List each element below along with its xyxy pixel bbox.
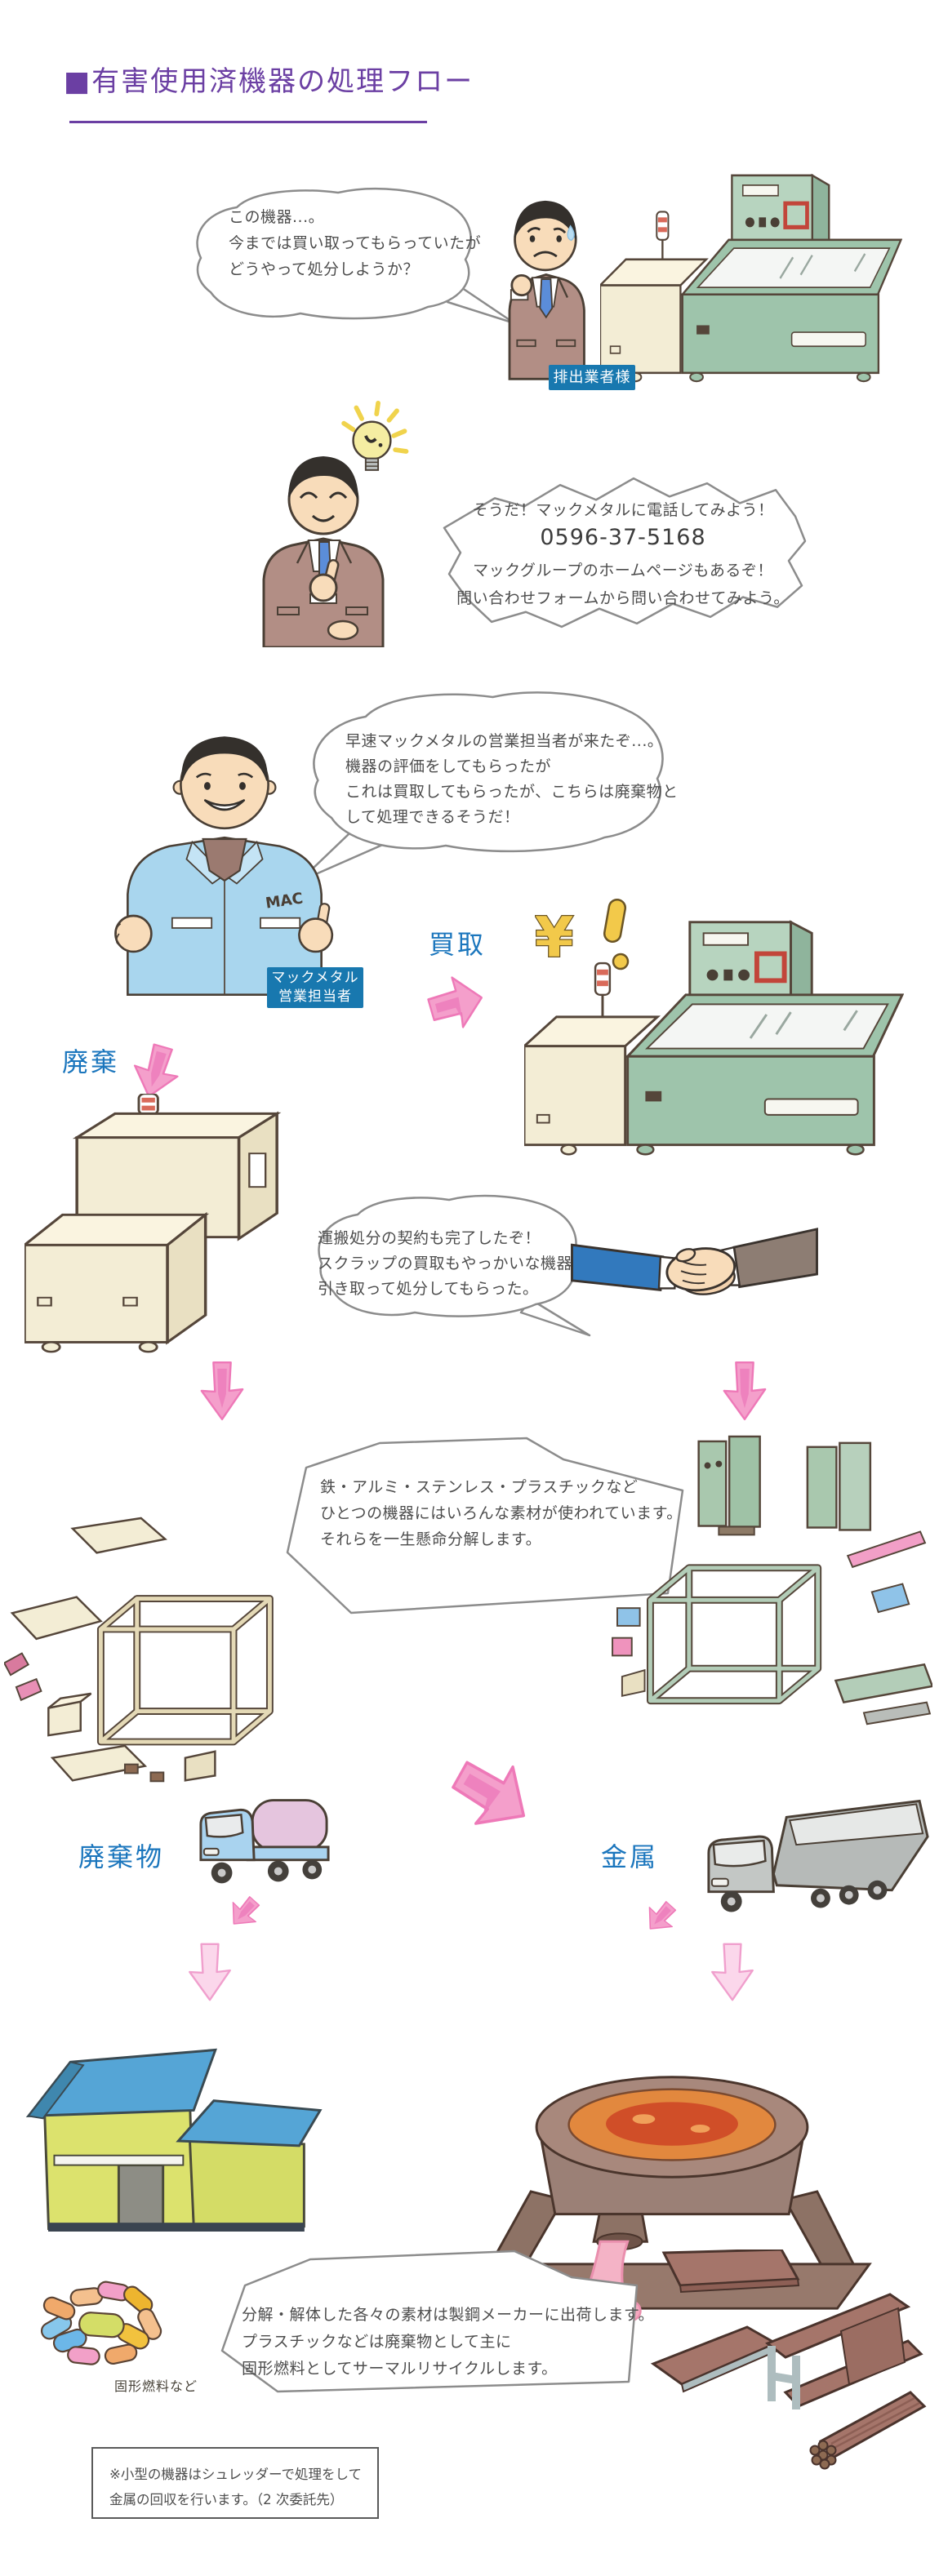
handshake-illustration bbox=[571, 1228, 818, 1295]
purchased-machine-illustration bbox=[524, 916, 904, 1161]
dismantled-waste-parts-illustration bbox=[4, 1517, 274, 1783]
metal-route-arrow-icon bbox=[639, 1894, 683, 1940]
bubble-line: 鉄・アルミ・ステンレス・プラスチックなど bbox=[320, 1478, 639, 1496]
sales-rep-label: マックメタル 営業担当者 bbox=[267, 967, 363, 1008]
waste-keyword: 廃棄物 bbox=[78, 1841, 165, 1872]
speech-bubble-output bbox=[220, 2250, 639, 2393]
solid-fuel-pellets-illustration bbox=[40, 2281, 162, 2365]
lightbulb-icon bbox=[341, 400, 409, 471]
recycling-plant-illustration bbox=[25, 2048, 323, 2232]
sales-rep-illustration: MAC bbox=[114, 736, 334, 996]
sorting-arrow-icon bbox=[439, 1742, 545, 1845]
bubble-line: どうやって処分しようか？ bbox=[229, 260, 420, 278]
page-title: ■有害使用済機器の処理フロー bbox=[64, 65, 474, 98]
worried-businessman-illustration bbox=[508, 200, 585, 380]
phone-number: 0596-37-5168 bbox=[540, 525, 706, 550]
speech-bubble-idea bbox=[443, 477, 807, 628]
dismantled-metal-parts-illustration bbox=[612, 1435, 932, 1725]
bubble-line: 機器の評価をしてもらったが bbox=[345, 757, 551, 775]
bubble-line: これは買取してもらったが、こちらは廃棄物と bbox=[345, 783, 679, 801]
speech-bubble-dismantle bbox=[286, 1437, 684, 1614]
buy-keyword: 買取 bbox=[429, 929, 487, 960]
metal-flow-arrow-icon bbox=[711, 1943, 754, 2001]
metal-truck-illustration bbox=[707, 1799, 929, 1914]
bubble-line: プラスチックなどは廃棄物として主に bbox=[242, 2333, 512, 2351]
inquiry-bubble-text: この機器...。 今までは買い取ってもらっていたが どうやって処分しようか？ bbox=[229, 204, 481, 282]
happy-businessman-illustration bbox=[262, 456, 385, 647]
emitter-label: 排出業者様 bbox=[549, 365, 635, 390]
yen-exclamation-icon: ¥ bbox=[535, 898, 630, 971]
bubble-line: して処理できるそうだ！ bbox=[345, 808, 520, 826]
yen-symbol: ¥ bbox=[535, 906, 573, 970]
output-bubble-text: 分解・解体した各々の素材は製鋼メーカーに出荷します。 プラスチックなどは廃棄物と… bbox=[242, 2302, 654, 2383]
waste-machine-illustration bbox=[24, 1094, 278, 1353]
waste-flow-arrow-icon bbox=[189, 1943, 231, 2001]
bubble-line: ひとつの機器にはいろんな素材が使われています。 bbox=[320, 1504, 683, 1522]
bubble-line: スクラップの買取もやっかいな機器も bbox=[318, 1255, 589, 1272]
speech-bubble-inquiry bbox=[196, 187, 516, 325]
bubble-line: 運搬処分の契約も完了したぞ！ bbox=[318, 1229, 541, 1247]
bubble-line: 固形燃料としてサーマルリサイクルします。 bbox=[242, 2360, 558, 2378]
bubble-line: 早速マックメタルの営業担当者が来たぞ...。 bbox=[345, 732, 664, 750]
bubble-line: そうだ！マックメタルに電話してみよう！ bbox=[472, 501, 774, 519]
idea-bubble-text: そうだ！マックメタルに電話してみよう！ 0596-37-5168 マックグループ… bbox=[439, 496, 807, 612]
title-underline bbox=[69, 121, 427, 123]
bubble-line: 引き取って処分してもらった。 bbox=[318, 1280, 539, 1298]
visit-bubble-text: 早速マックメタルの営業担当者が来たぞ...。 機器の評価をしてもらったが これは… bbox=[345, 729, 679, 830]
bubble-line: 分解・解体した各々の素材は製鋼メーカーに出荷します。 bbox=[242, 2306, 655, 2324]
sales-rep-label-line1: マックメタル bbox=[271, 970, 359, 986]
dismantle-bubble-text: 鉄・アルミ・ステンレス・プラスチックなど ひとつの機器にはいろんな素材が使われて… bbox=[320, 1474, 683, 1552]
flow-arrow-down-right-icon bbox=[723, 1361, 767, 1421]
emitter-label-text: 排出業者様 bbox=[553, 369, 631, 386]
bubble-line: この機器...。 bbox=[229, 208, 325, 226]
bubble-line: マックグループのホームページもあるぞ！ bbox=[473, 562, 773, 580]
speech-bubble-contract bbox=[318, 1194, 591, 1337]
waste-truck-illustration bbox=[199, 1799, 330, 1885]
sales-rep-label-line2: 営業担当者 bbox=[278, 988, 352, 1005]
steel-products-illustration bbox=[650, 2250, 927, 2470]
speech-bubble-visit bbox=[298, 691, 664, 883]
fuel-label: 固形燃料など bbox=[114, 2378, 198, 2394]
used-equipment-illustration bbox=[600, 170, 902, 387]
flow-arrow-down-left-icon bbox=[200, 1361, 244, 1421]
metal-keyword: 金属 bbox=[601, 1841, 659, 1872]
buy-arrow-icon bbox=[424, 971, 487, 1033]
dispose-keyword: 廃棄 bbox=[62, 1046, 120, 1077]
shredder-note: ※小型の機器はシュレッダーで処理をして 金属の回収を行います。（2 次委託先） bbox=[91, 2447, 379, 2519]
bubble-line: それらを一生懸命分解します。 bbox=[320, 1530, 542, 1548]
contract-bubble-text: 運搬処分の契約も完了したぞ！ スクラップの買取もやっかいな機器も 引き取って処分… bbox=[318, 1226, 589, 1302]
note-line: ※小型の機器はシュレッダーで処理をして bbox=[109, 2467, 363, 2482]
bubble-line: 今までは買い取ってもらっていたが bbox=[229, 234, 482, 252]
bubble-line: 問い合わせフォームから問い合わせてみよう。 bbox=[456, 589, 790, 607]
note-line: 金属の回収を行います。（2 次委託先） bbox=[109, 2492, 344, 2507]
